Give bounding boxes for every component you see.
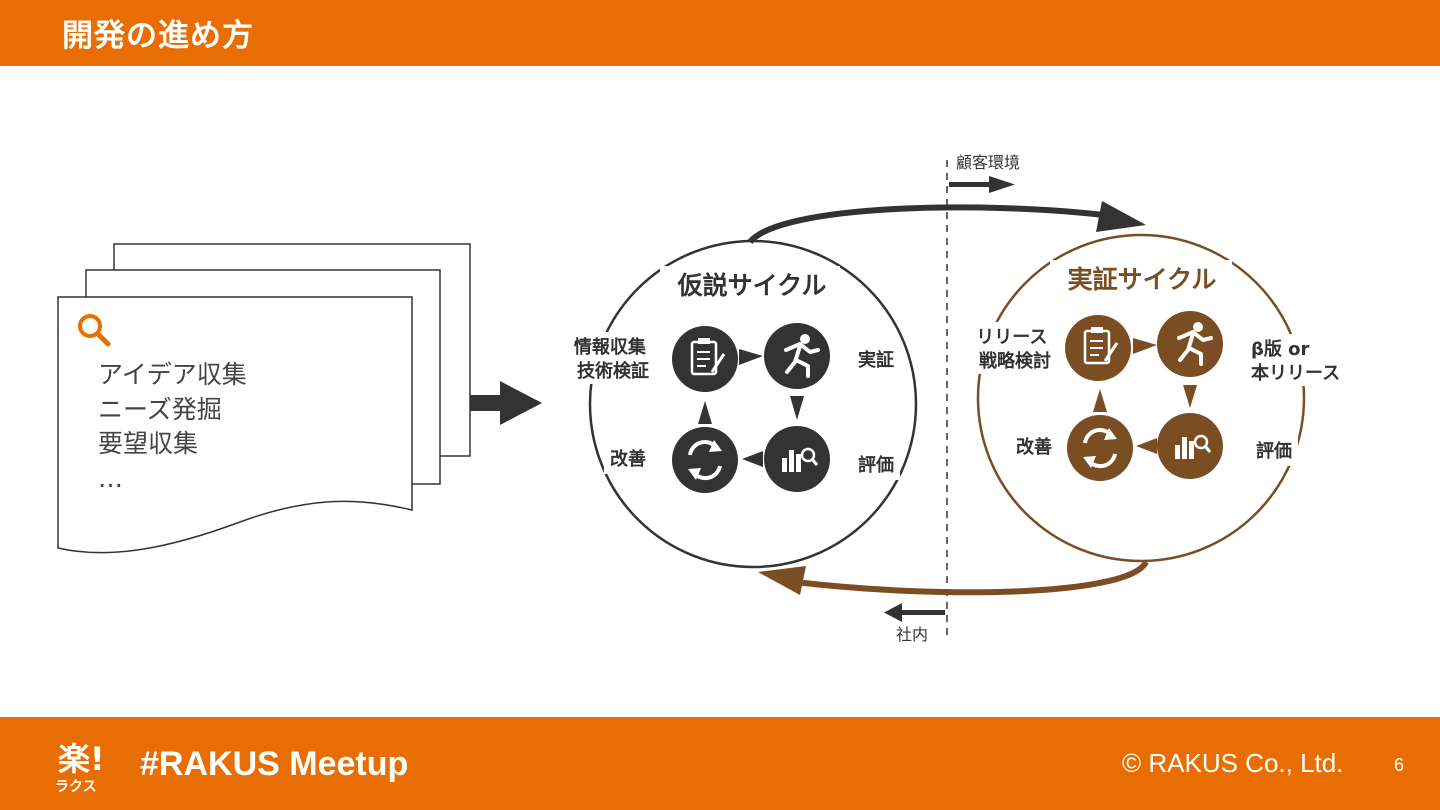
hyp-step-improve: 改善 [610,448,646,470]
header-bar: 開発の進め方 [0,0,1440,66]
in-house-label: 社内 [896,625,928,644]
hyp-research-line-2: 技術検証 [577,360,649,382]
ver-step-plan: リリース 戦略検討 [976,327,1053,372]
front-card [57,296,413,554]
bar-chart-magnifier-icon [1157,413,1223,479]
top-connector-arrow [747,201,1146,245]
search-icon [78,314,111,347]
hypothesis-title-gap [660,266,840,302]
idea-card-stack: アイデア収集 ニーズ発掘 要望収集 … [57,243,471,554]
development-process-diagram: アイデア収集 ニーズ発掘 要望収集 … 顧客環境 社内 仮説サイクル 情報収集 … [57,153,1360,644]
left-small-arrow-icon [884,603,945,622]
refresh-cycle-icon [672,427,738,493]
verification-cycle-ring [976,233,1306,563]
hypothesis-cycle-ring [588,239,918,569]
hyp-right-label-gap-bottom [852,450,900,480]
verification-title-gap [1050,260,1232,296]
hyp-research-line-1: 情報収集 [574,336,647,358]
rakus-logo: 楽! [58,740,105,778]
idea-line-1: アイデア収集 [98,360,247,389]
ver-release-line-1: β版 or [1251,338,1310,360]
ver-right-label-gap [1248,334,1360,386]
right-arrow-icon [470,381,542,425]
hypothesis-cycle-title: 仮説サイクル [677,271,827,300]
verification-cycle-title: 実証サイクル [1068,265,1217,294]
page-number: 6 [1394,755,1405,775]
idea-line-4: … [98,464,123,493]
hyp-left-label-gap-bottom [604,444,652,474]
footer-bar: 楽! ラクス #RAKUS Meetup © RAKUS Co., Ltd. 6 [0,717,1440,810]
ver-arrow-up [1093,389,1107,412]
customer-env-label: 顧客環境 [956,153,1020,172]
refresh-cycle-icon [1067,415,1133,481]
event-hashtag: #RAKUS Meetup [140,745,409,783]
ver-left-label-gap-bottom [1010,432,1058,462]
ver-right-label-gap-bottom [1250,436,1298,466]
ver-release-line-2: 本リリース [1251,362,1340,384]
hyp-arrow-down [790,396,804,420]
hyp-step-evaluate: 評価 [858,454,894,476]
ver-plan-line-1: リリース [976,327,1047,348]
verification-cycle: 実証サイクル リリース 戦略検討 β版 or 本リリース 評価 改善 [970,233,1360,563]
hyp-left-label-gap [566,332,660,384]
right-small-arrow-icon [949,176,1015,193]
hyp-arrow-up [698,401,712,424]
copyright: © RAKUS Co., Ltd. [1122,748,1344,778]
ver-plan-line-2: 戦略検討 [979,350,1051,372]
checklist-icon [1065,315,1131,381]
checklist-icon [672,326,738,392]
ver-step-release: β版 or 本リリース [1251,338,1340,384]
bottom-connector-arrow [758,560,1149,596]
running-person-icon [764,323,830,389]
ver-arrow-down [1183,385,1197,408]
running-person-icon [1157,311,1223,377]
bar-chart-magnifier-icon [764,426,830,492]
ver-step-improve: 改善 [1016,436,1052,458]
idea-line-3: 要望収集 [98,429,198,458]
page-title: 開発の進め方 [62,18,254,54]
ver-left-label-gap [970,322,1060,374]
ver-step-evaluate: 評価 [1256,440,1292,462]
rakus-logo-text: ラクス [55,779,97,795]
hyp-arrow-right [739,349,763,365]
hyp-step-research: 情報収集 技術検証 [574,336,652,382]
ver-arrow-right [1133,338,1157,354]
idea-line-2: ニーズ発掘 [98,395,222,424]
hypothesis-cycle: 仮説サイクル 情報収集 技術検証 実証 評価 改善 [566,239,918,569]
hyp-arrow-left [742,451,763,467]
hyp-right-label-gap-top [852,344,900,374]
hyp-step-verify: 実証 [858,349,894,371]
ver-arrow-left [1136,438,1157,454]
